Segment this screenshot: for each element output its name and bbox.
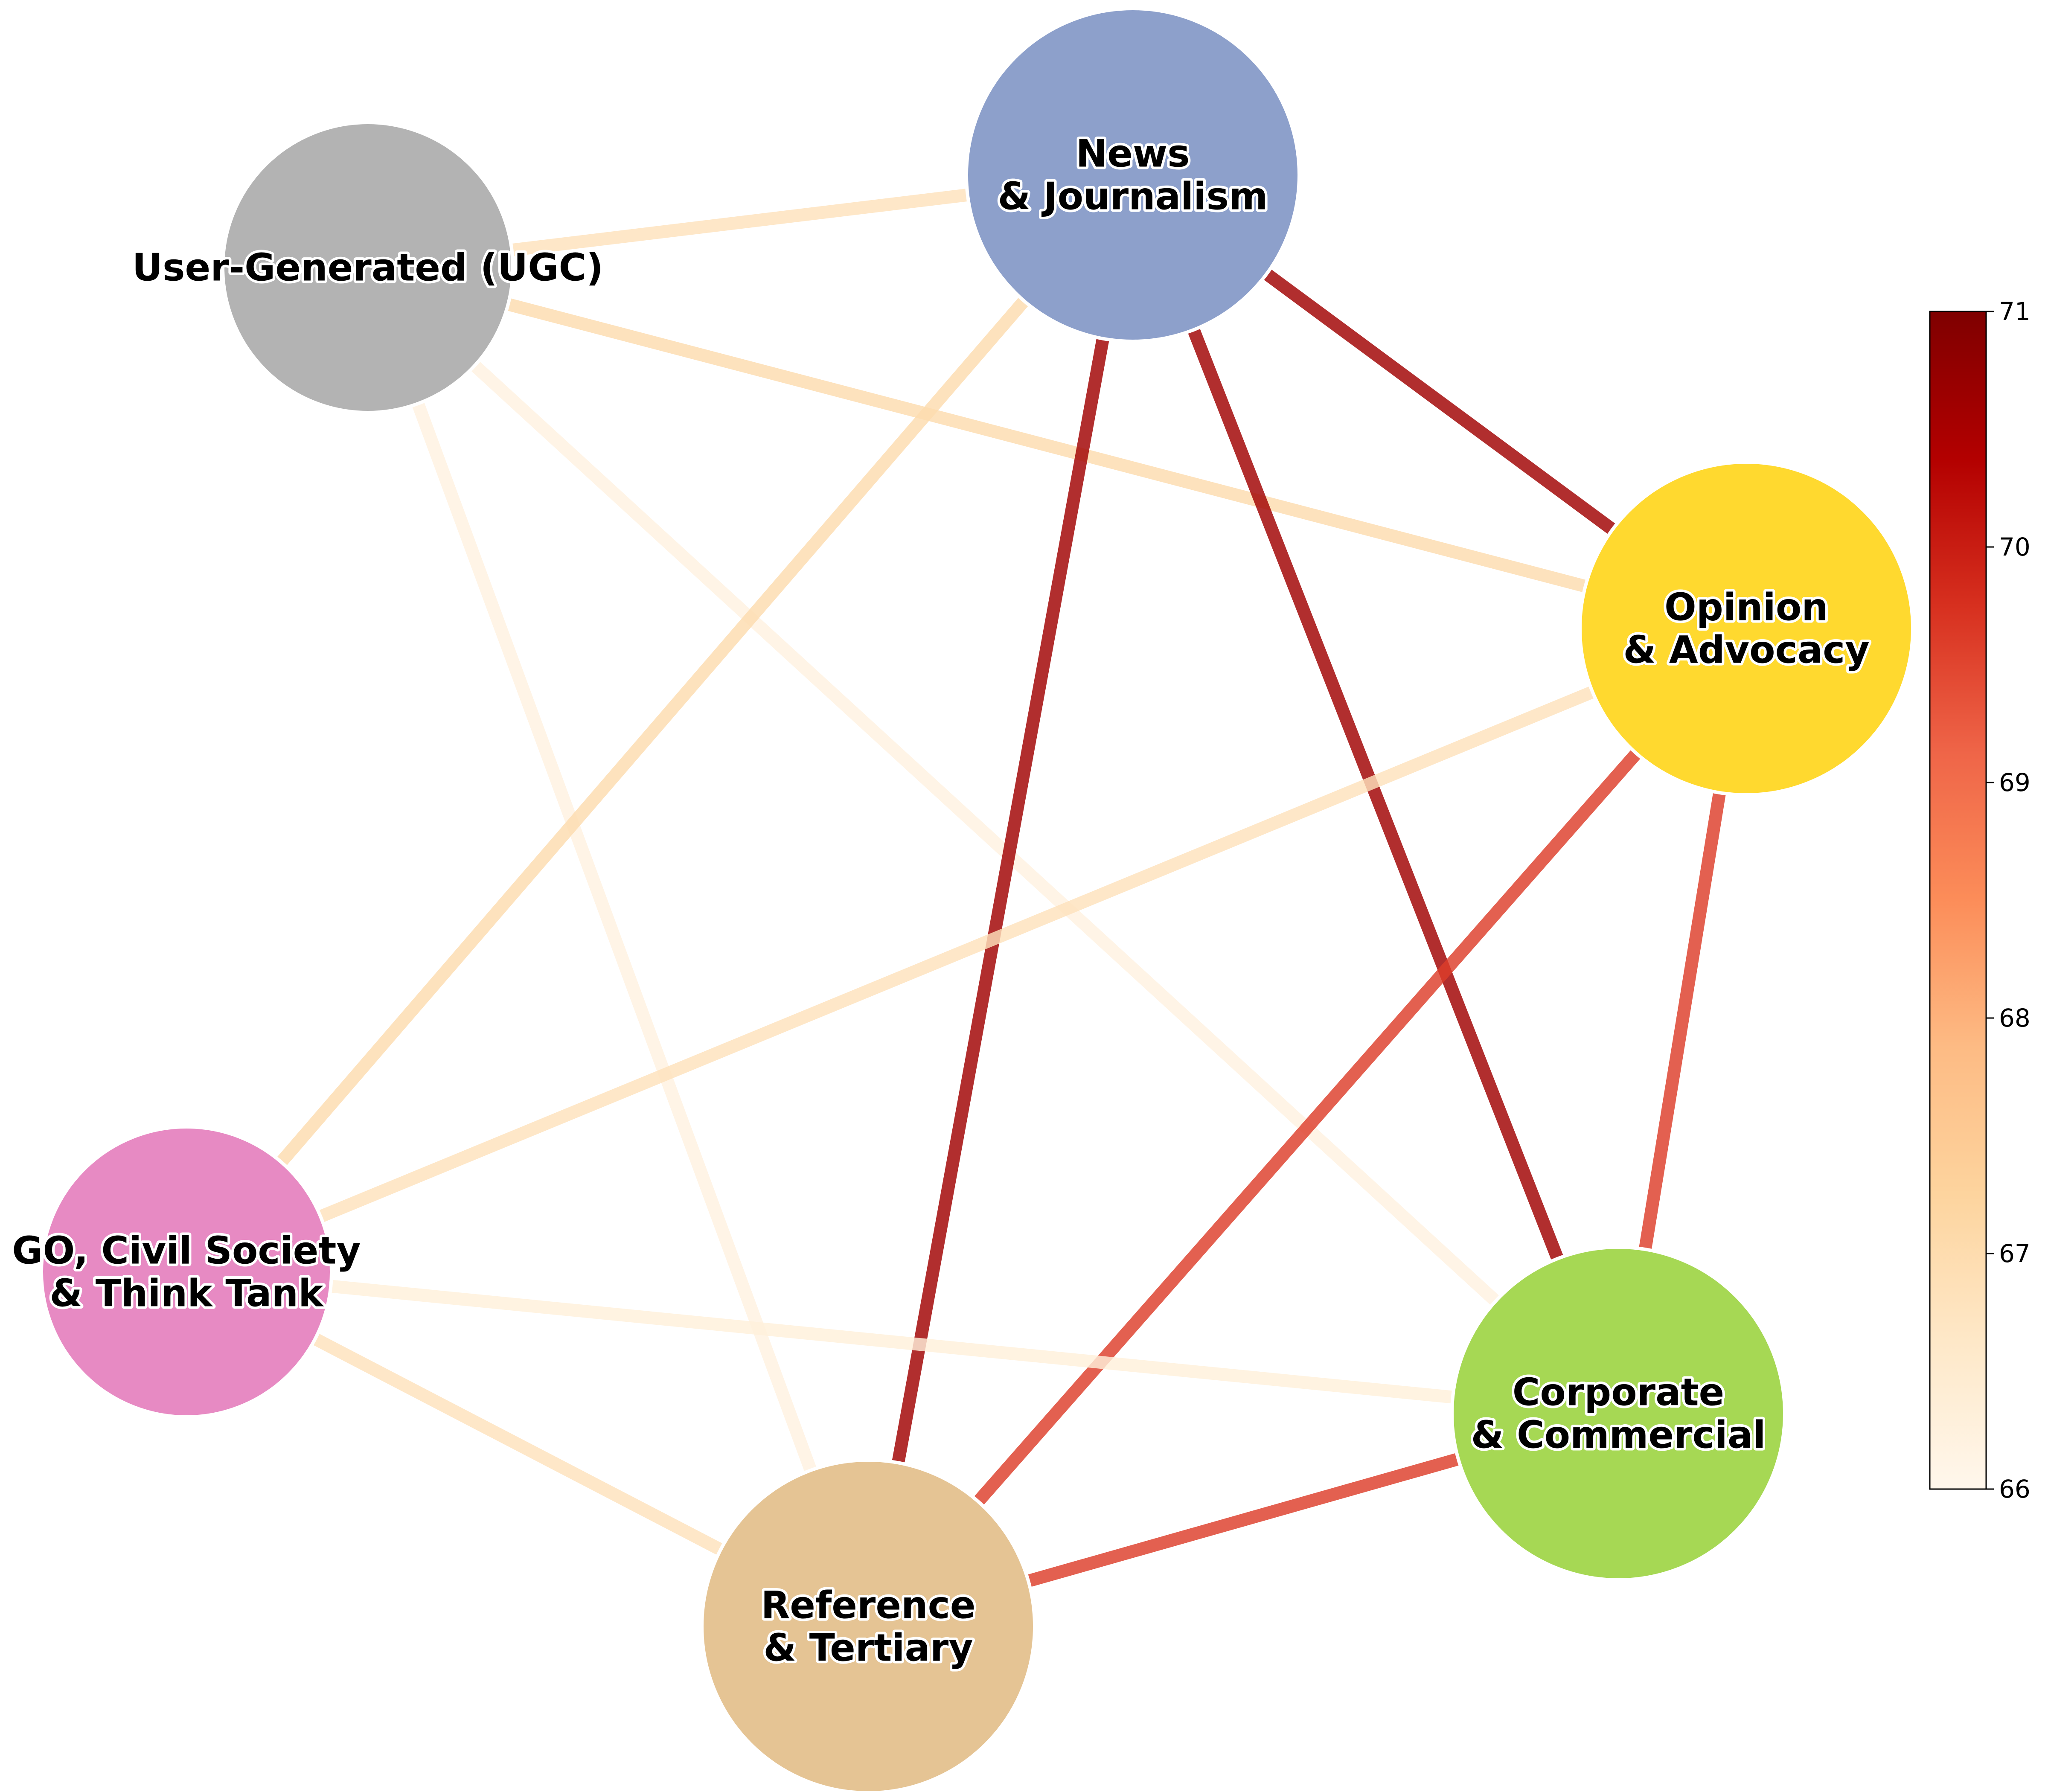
node-circle-corporate bbox=[1450, 1245, 1786, 1582]
node-circle-ugc bbox=[221, 121, 515, 414]
edge-ngo-corporate bbox=[186, 1265, 1619, 1420]
node-circle-reference bbox=[700, 1458, 1036, 1792]
colorbar: 66 67 68 69 70 71 bbox=[1929, 297, 2031, 1504]
node-corporate: Corporate& Commercial bbox=[1450, 1245, 1786, 1582]
node-label-news-line-1: & Journalism bbox=[998, 175, 1268, 218]
node-ngo: GO, Civil Society& Think Tank bbox=[9, 1125, 364, 1419]
edge-ugc-reference bbox=[361, 265, 875, 1629]
node-opinion: Opinion& Advocacy bbox=[1578, 460, 1914, 797]
node-ugc: User-Generated (UGC) bbox=[130, 121, 606, 414]
node-label-ugc-line-0: User-Generated (UGC) bbox=[132, 246, 604, 290]
colorbar-ticks: 66 67 68 69 70 71 bbox=[1986, 297, 2031, 1504]
node-label-news-line-0: News bbox=[1076, 132, 1190, 176]
node-label-opinion-line-0: Opinion bbox=[1664, 585, 1828, 629]
node-reference: Reference& Tertiary bbox=[700, 1458, 1036, 1792]
edge-ugc-corporate bbox=[363, 262, 1623, 1419]
colorbar-tick-label: 69 bbox=[1999, 768, 2031, 797]
edge-ugc-opinion bbox=[366, 261, 1748, 635]
node-circle-ngo bbox=[40, 1125, 333, 1419]
colorbar-tick-label: 71 bbox=[1999, 297, 2031, 326]
edge-news-ngo bbox=[181, 171, 1138, 1276]
colorbar-tick-label: 68 bbox=[1999, 1004, 2031, 1033]
node-label-corporate-line-1: & Commercial bbox=[1471, 1413, 1766, 1457]
colorbar-tick-label: 67 bbox=[1999, 1239, 2031, 1268]
node-label-opinion-line-1: & Advocacy bbox=[1623, 628, 1869, 672]
node-label-reference-line-1: & Tertiary bbox=[763, 1626, 973, 1670]
edge-opinion-ngo bbox=[184, 623, 1749, 1278]
node-label-reference-line-0: Reference bbox=[761, 1583, 976, 1627]
node-circle-opinion bbox=[1578, 460, 1914, 797]
colorbar-tick-label: 70 bbox=[1999, 532, 2031, 561]
edge-news-corporate bbox=[1127, 172, 1624, 1416]
edge-opinion-reference bbox=[863, 624, 1751, 1631]
colorbar-gradient-bar bbox=[1929, 311, 1987, 1490]
colorbar-tick-label: 66 bbox=[1999, 1475, 2031, 1504]
node-news: News& Journalism bbox=[965, 7, 1301, 343]
node-label-corporate-line-0: Corporate bbox=[1513, 1370, 1724, 1414]
node-label-ngo-line-1: & Think Tank bbox=[49, 1271, 324, 1315]
node-label-ngo-line-0: GO, Civil Society bbox=[12, 1229, 361, 1273]
node-circle-news bbox=[965, 7, 1301, 343]
edge-news-reference bbox=[862, 174, 1139, 1628]
